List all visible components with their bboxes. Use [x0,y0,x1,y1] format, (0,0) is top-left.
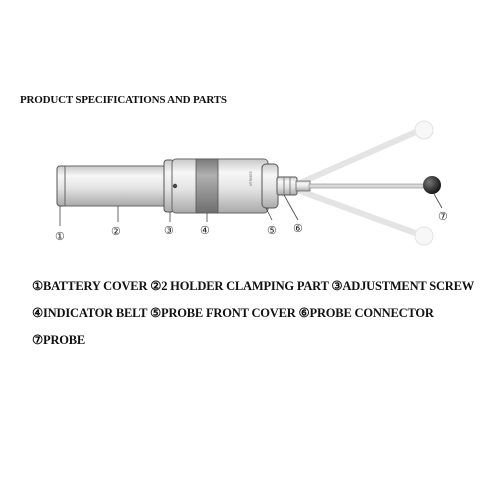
page-title: PRODUCT SPECIFICATIONS AND PARTS [20,94,227,106]
probe-ghost-lower [297,188,434,246]
callout-4: ④ [200,225,210,237]
legend-line-1: ①BATTERY COVER ②2 HOLDER CLAMPING PART ③… [32,279,475,293]
probe-ghost-upper [297,120,434,186]
holder-clamping-part [64,165,170,207]
callout-6: ⑥ [293,223,303,235]
adjustment-screw [172,183,178,189]
legend-line-3: ⑦PROBE [32,333,86,347]
callout-2: ② [111,226,121,238]
probe-shaft [308,183,430,189]
probe-connector [276,176,298,196]
callout-1: ① [55,231,65,243]
legend-line-2: ④INDICATOR BELT ⑤PROBE FRONT COVER ⑥PROB… [32,306,434,320]
probe-ball [423,176,441,194]
indicator-belt [195,158,219,214]
probe-front-cover [261,163,279,209]
leader-lines [59,193,443,226]
callout-5: ⑤ [267,225,277,237]
body-print: VERISEE [249,171,253,186]
main-body [171,158,269,214]
callout-3: ③ [164,225,174,237]
callout-7: ⑦ [438,211,448,223]
